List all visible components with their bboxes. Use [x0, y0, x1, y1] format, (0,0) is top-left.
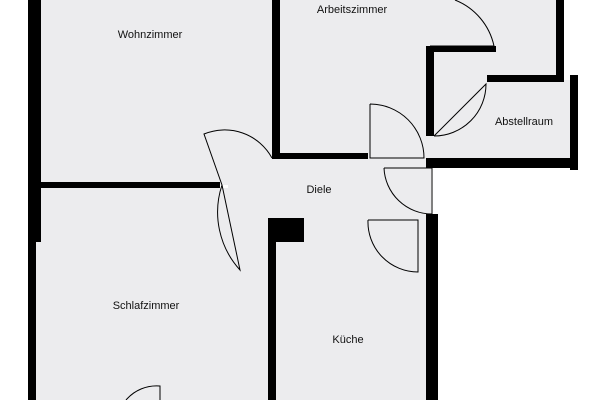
door-schlafzimmer	[217, 184, 241, 272]
wall-right-upper	[556, 0, 564, 75]
room-label-diele: Diele	[306, 184, 332, 196]
door-kueche	[367, 219, 419, 273]
room-label-wohnzimmer: Wohnzimmer	[117, 29, 183, 41]
wall-arbeitszimmer-inner-top	[426, 46, 496, 52]
wall-abstellraum-bottom	[426, 158, 578, 168]
room-label-schlafzimmer: Schlafzimmer	[112, 300, 180, 312]
wohnzimmer-floor	[40, 0, 275, 185]
wall-left-upper	[28, 0, 41, 242]
schlafzimmer-floor	[35, 188, 270, 400]
wall-abstellraum-right	[570, 75, 578, 170]
wall-left-lower	[28, 242, 36, 400]
room-label-arbeitszimmer: Arbeitszimmer	[316, 4, 388, 16]
abstellraum-floor	[432, 80, 570, 158]
door-diele-arbeitszimmer	[369, 103, 425, 159]
door-wohnzimmer	[203, 129, 273, 186]
room-label-abstellraum: Abstellraum	[494, 116, 554, 128]
kueche-floor	[275, 220, 427, 400]
wall-wohnzimmer-arbeitszimmer	[272, 0, 280, 158]
door-arbeitszimmer	[430, 0, 495, 47]
wall-kueche-left	[268, 220, 276, 400]
wall-abstellraum-top	[487, 75, 564, 82]
door-abstellraum	[433, 82, 487, 137]
wall-wohnzimmer-bottom	[40, 182, 220, 188]
wall-kueche-top	[268, 218, 304, 242]
room-label-kueche: Küche	[332, 334, 364, 346]
door-entrance	[383, 167, 433, 215]
door-schlafzimmer-bottom	[125, 385, 161, 401]
wall-arbeitszimmer-bottom	[272, 153, 368, 159]
walls	[28, 0, 578, 400]
wall-abstellraum-left	[426, 46, 434, 136]
doors	[125, 0, 495, 401]
room-floors	[35, 0, 570, 400]
wall-kueche-right	[426, 214, 438, 400]
